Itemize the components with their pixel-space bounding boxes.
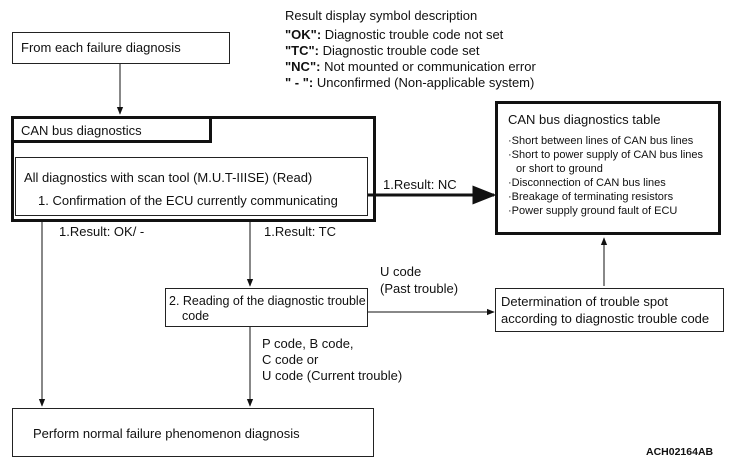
edge-label-pbc-line2: C code or [262, 352, 319, 367]
reading-dtc-box: 2. Reading of the diagnostic trouble cod… [165, 288, 368, 327]
legend-sep: : [314, 43, 319, 58]
edge-label-result-nc: 1.Result: NC [383, 177, 457, 192]
reading-dtc-line1: 2. Reading of the diagnostic trouble [169, 294, 366, 308]
can-table-item: ·Power supply ground fault of ECU [508, 205, 678, 217]
determination-box: Determination of trouble spot according … [495, 288, 724, 332]
from-failure-label: From each failure diagnosis [21, 40, 181, 55]
all-diagnostics-box: All diagnostics with scan tool (M.U.T-II… [15, 157, 368, 216]
can-table-item: ·Short to power supply of CAN bus lines [508, 149, 704, 161]
legend-item-tc: "TC": Diagnostic trouble code set [285, 43, 479, 59]
legend-title: Result display symbol description [285, 8, 478, 23]
legend-item-nc: "NC": Not mounted or communication error [285, 59, 536, 75]
can-bus-diagnostics-title-box: CAN bus diagnostics [11, 116, 212, 143]
can-table-item: ·Breakage of terminating resistors [508, 191, 674, 203]
legend-text: Not mounted or communication error [324, 59, 536, 74]
can-bus-diagnostics-table: CAN bus diagnostics table ·Short between… [495, 101, 721, 235]
legend-text: Diagnostic trouble code not set [324, 27, 504, 42]
edge-label-past-trouble: (Past trouble) [380, 281, 459, 296]
legend-symbol: "OK" [285, 27, 317, 42]
edge-label-result-tc: 1.Result: TC [264, 224, 337, 239]
can-table-item: or short to ground [516, 163, 603, 175]
normal-diagnosis-label: Perform normal failure phenomenon diagno… [33, 426, 300, 441]
confirmation-label: 1. Confirmation of the ECU currently com… [38, 193, 338, 208]
can-table-item: ·Short between lines of CAN bus lines [508, 135, 694, 147]
determination-line1: Determination of trouble spot [501, 294, 668, 309]
edge-label-pbc-line3: U code (Current trouble) [262, 368, 403, 383]
legend-item-ok: "OK": Diagnostic trouble code not set [285, 27, 503, 43]
all-diagnostics-label: All diagnostics with scan tool (M.U.T-II… [24, 170, 313, 185]
legend-symbol: "TC" [285, 43, 315, 58]
normal-diagnosis-box: Perform normal failure phenomenon diagno… [12, 408, 374, 457]
from-failure-box: From each failure diagnosis [12, 32, 230, 64]
legend-sep: : [316, 59, 321, 74]
legend-sep: : [316, 27, 322, 42]
figure-id: ACH02164AB [646, 446, 714, 458]
edge-label-u-code: U code [380, 264, 422, 279]
can-table-title: CAN bus diagnostics table [508, 112, 661, 127]
legend-symbol: "NC" [285, 59, 317, 74]
reading-dtc-line2: code [182, 309, 210, 323]
edge-label-result-ok: 1.Result: OK/ - [59, 224, 145, 239]
can-bus-diagnostics-title: CAN bus diagnostics [21, 123, 142, 138]
legend-sep: : [308, 75, 314, 90]
edge-label-pbc-line1: P code, B code, [262, 336, 354, 351]
legend-text: Diagnostic trouble code set [322, 43, 480, 58]
can-table-item: ·Disconnection of CAN bus lines [508, 177, 666, 189]
legend-item-dash: " - ": Unconfirmed (Non-applicable syste… [285, 75, 534, 91]
legend-text: Unconfirmed (Non-applicable system) [316, 75, 535, 90]
determination-line2: according to diagnostic trouble code [501, 311, 710, 326]
legend-symbol: " - " [285, 75, 309, 90]
